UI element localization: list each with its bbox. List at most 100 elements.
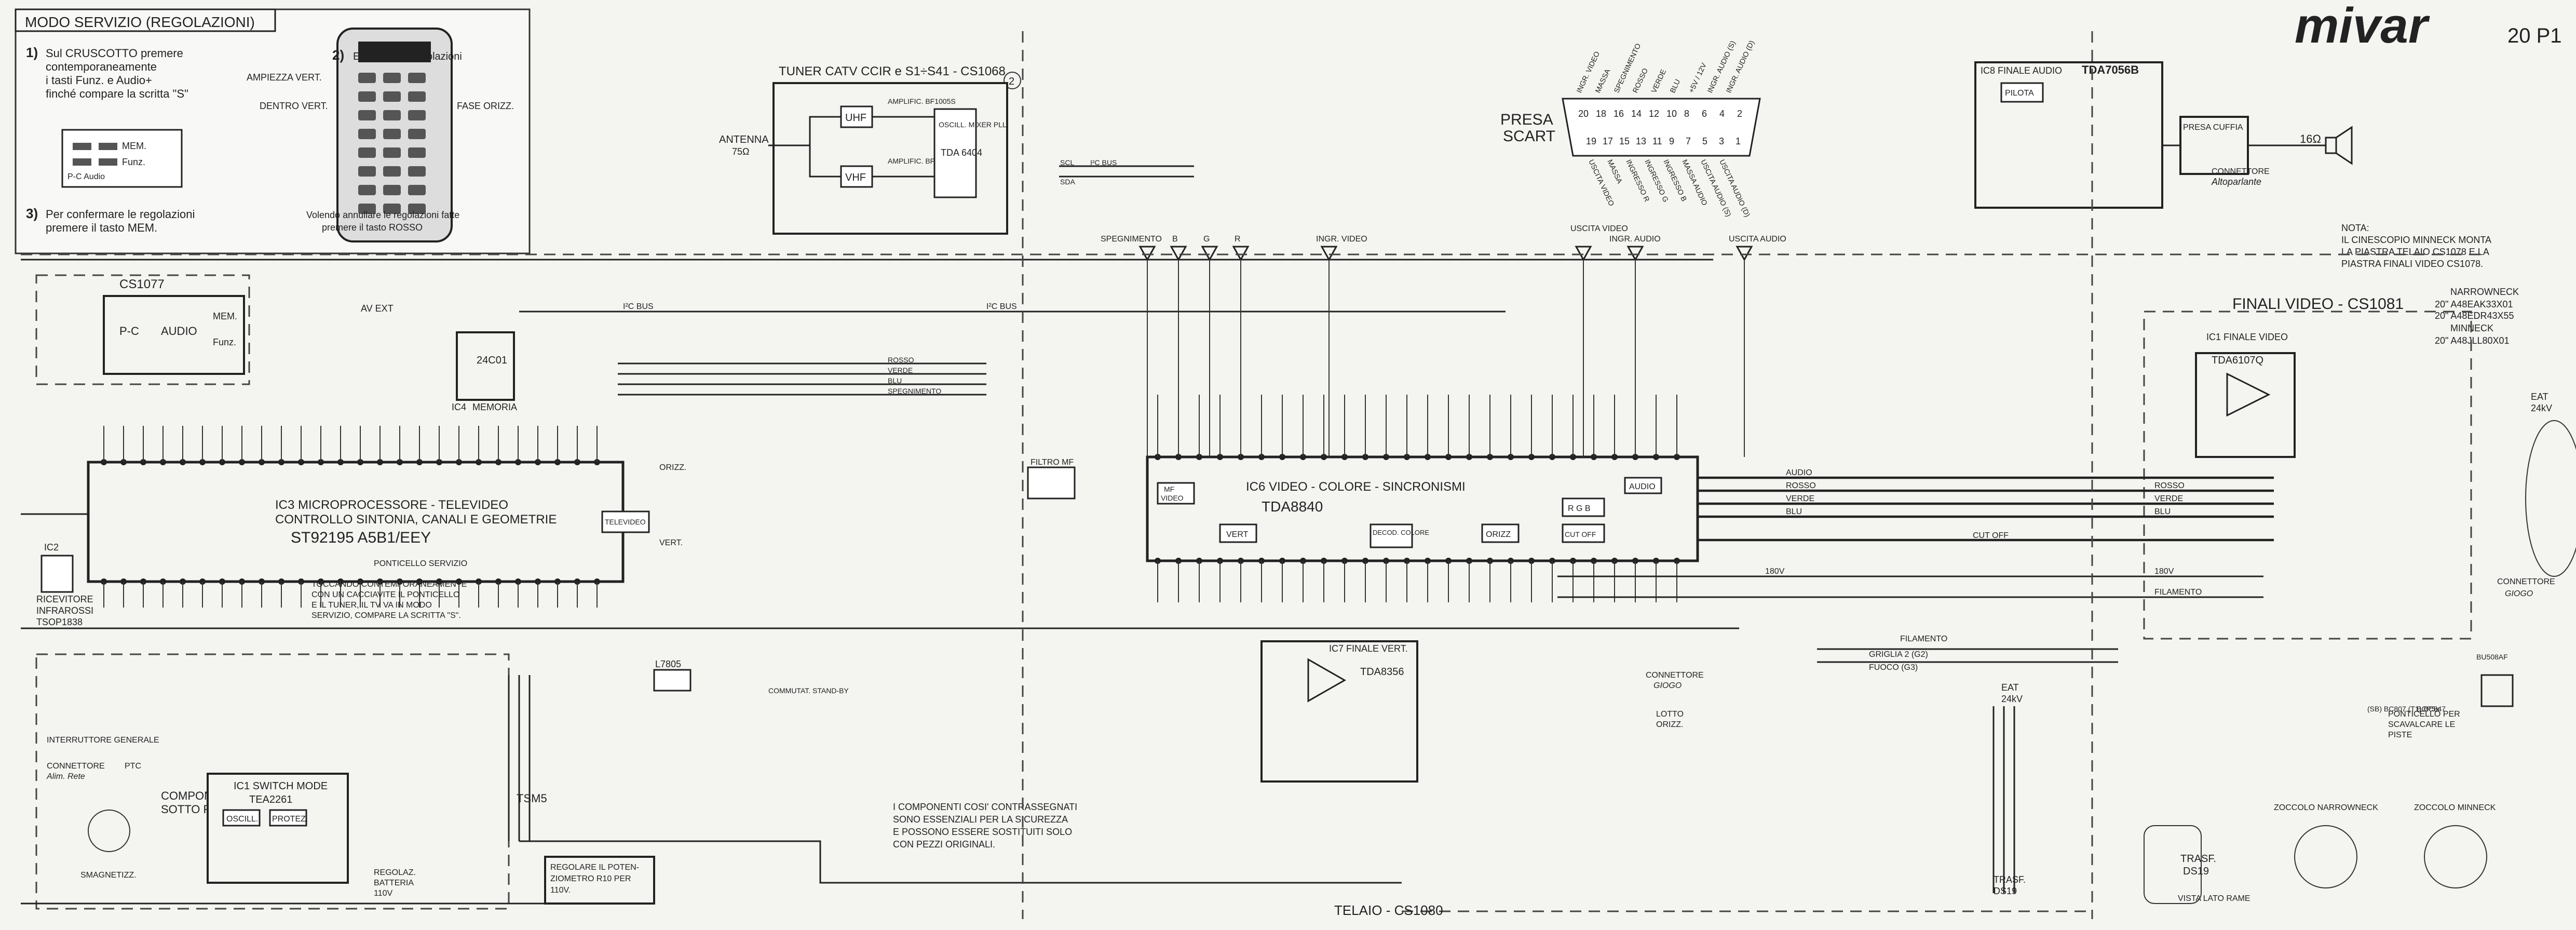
remote-key-icon — [358, 166, 376, 177]
trasf-ds19-b: DS19 — [2183, 866, 2209, 877]
eat-transformer-icon — [1992, 706, 2015, 893]
protez-box — [269, 809, 307, 827]
narrowneck-1: 20" A48EAK33X01 — [2435, 299, 2513, 309]
scart-title-b: SCART — [1503, 128, 1555, 145]
ic7-block: IC7 FINALE VERT. TDA8356 CONNETTORE GIOG… — [1260, 640, 1704, 783]
note-block: NOTA: IL CINESCOPIO MINNECK MONTA LA PIA… — [2341, 223, 2519, 346]
ic7-chip: TDA8356 — [1360, 666, 1404, 678]
scart-pin-number: 2 — [1737, 109, 1742, 119]
rca-connector-icon — [1626, 246, 1644, 262]
remote-key-icon — [358, 91, 376, 102]
remote-key-icon — [383, 91, 401, 102]
cs1077-block: CS1077 P-C AUDIO MEM. Funz. AV EXT 24C01… — [35, 274, 517, 412]
ic4-label: IC4 — [452, 402, 466, 412]
remote-key-icon — [358, 110, 376, 120]
interruttore-label: INTERRUTTORE GENERALE — [47, 736, 159, 745]
video-final-frame — [2143, 311, 2472, 640]
bus-blu-label: BLU — [1786, 507, 1802, 516]
uhf-label: UHF — [845, 112, 866, 124]
remote-key-icon — [408, 110, 426, 120]
scart-pin-number: 10 — [1666, 109, 1677, 119]
b-input: B — [1172, 235, 1178, 244]
regolare-box — [544, 856, 655, 905]
remote-key-icon — [408, 73, 426, 83]
i2c-bus-label: I²C BUS — [986, 302, 1017, 311]
amp-vert-label: AMPIEZZA VERT. — [247, 72, 322, 83]
toccando-1: TOCCANDO CONTEMPORANEAMENTE — [311, 580, 467, 589]
signal-inputs: SPEGNIMENTO B G R INGR. VIDEO USCITA VID… — [1101, 224, 1786, 457]
eat-block: EAT 24kV TRASF. DS19 TRASF. DS19 VISTA L… — [1992, 682, 2460, 904]
tuner-title: TUNER CATV CCIR e S1÷S41 - CS1068 — [779, 64, 1006, 78]
cutoff-label: CUT OFF — [1565, 530, 1596, 538]
regolare-1: REGOLARE IL POTEN- — [550, 863, 639, 872]
key-icon — [73, 143, 91, 150]
tuner-ic-chip: TDA 6404 — [941, 147, 982, 158]
trasf-label-b: TRASF. — [2180, 853, 2216, 865]
connettore-label: CONNETTORE — [47, 762, 105, 771]
tsop-label: TSOP1838 — [36, 617, 83, 627]
audio-connector-label: CONNETTORE — [2212, 167, 2270, 176]
narrowneck-2: 20" A48EDR43X55 — [2435, 311, 2514, 321]
audio-final-chip: TDA7056B — [2082, 63, 2139, 76]
mf-video-box — [1157, 482, 1195, 505]
ic3-line1: IC3 MICROPROCESSORE - TELEVIDEO — [275, 498, 508, 512]
rgb-box — [1562, 497, 1605, 517]
televideo-label: TELEVIDEO — [605, 518, 646, 526]
to220-icon — [2480, 674, 2514, 707]
video-final-block: FINALI VIDEO - CS1081 IC1 FINALE VIDEO T… — [2143, 295, 2576, 640]
tuner-block: TUNER CATV CCIR e S1÷S41 - CS1068 2 UHF … — [719, 64, 1021, 235]
key-icon — [99, 143, 117, 150]
zoccolo-narrow: ZOCCOLO NARROWNECK — [2274, 803, 2378, 812]
toccando-4: SERVIZIO, COMPARE LA SCRITTA "S". — [311, 611, 461, 620]
filtro-mf-label: FILTRO MF — [1031, 458, 1074, 467]
step1-line3: i tasti Funz. e Audio+ — [46, 74, 152, 87]
scart-pin-number: 19 — [1586, 136, 1596, 146]
cancel-line1: Volendo annullare le regolazioni fatte — [306, 210, 459, 220]
ic6-chip-outline — [1146, 455, 1699, 562]
minneck-title: MINNECK — [2450, 323, 2493, 333]
regolaz-label-b: BATTERIA — [374, 879, 414, 887]
key-icon — [99, 158, 117, 166]
warning-4: CON PEZZI ORIGINALI. — [893, 839, 995, 850]
scart-pin-number: 20 — [1578, 109, 1589, 119]
scart-pin-number: 14 — [1631, 109, 1642, 119]
scl-label: SCL — [1060, 158, 1074, 167]
ic7-title: IC7 FINALE VERT. — [1329, 643, 1408, 654]
tuner-wiring — [768, 116, 934, 178]
uscita-video-output: USCITA VIDEO — [1570, 224, 1628, 233]
warning-1: I COMPONENTI COSI' CONTRASSEGNATI — [893, 802, 1077, 812]
scart-pin-number: 11 — [1652, 136, 1662, 146]
power-supply-block: IC2 RICEVITORE INFRAROSSI TSOP1838 PONTI… — [21, 542, 1402, 910]
remote-key-icon — [408, 185, 426, 195]
ingr-video-input: INGR. VIDEO — [1316, 235, 1367, 244]
ic3-block: IC3 MICROPROCESSORE - TELEVIDEO CONTROLL… — [87, 426, 650, 608]
video-connector-label: CONNETTORE — [2497, 577, 2555, 586]
g-input: G — [1203, 235, 1210, 244]
narrowneck-title: NARROWNECK — [2450, 287, 2519, 297]
cs1077-mem: MEM. — [213, 311, 237, 321]
scl-sda-lines — [1059, 165, 1194, 178]
ic6-audio-label: AUDIO — [1629, 482, 1656, 491]
warning-2: SONO ESSENZIALI PER LA SICUREZZA — [893, 814, 1068, 825]
rca-connector-icon — [1575, 246, 1592, 262]
orizz-label: ORIZZ — [1486, 530, 1511, 539]
remote-key-icon — [408, 166, 426, 177]
vista-label: VISTA LATO RAME — [2178, 894, 2250, 903]
bus-rosso-label-right: ROSSO — [2154, 481, 2185, 490]
video-connector-giogo: GIOGO — [2505, 589, 2533, 598]
rca-connector-icon — [1201, 246, 1218, 262]
antenna-ohm: 75Ω — [732, 146, 749, 157]
regolaz-label-a: REGOLAZ. — [374, 868, 416, 877]
bus-verde-label: VERDE — [1786, 494, 1814, 503]
rca-connector-icon — [1736, 246, 1753, 262]
ic1-switch-mode-box — [207, 773, 349, 884]
remote-key-icon — [383, 110, 401, 120]
commut-label: COMMUTAT. STAND-BY — [768, 686, 849, 695]
ic4-chip: 24C01 — [477, 355, 507, 366]
scart-body-icon — [1562, 98, 1761, 157]
rca-connector-icon — [1320, 246, 1338, 262]
cs1077-audio: AUDIO — [161, 325, 197, 338]
step2-text: Effettuare le regolazioni — [353, 51, 462, 62]
